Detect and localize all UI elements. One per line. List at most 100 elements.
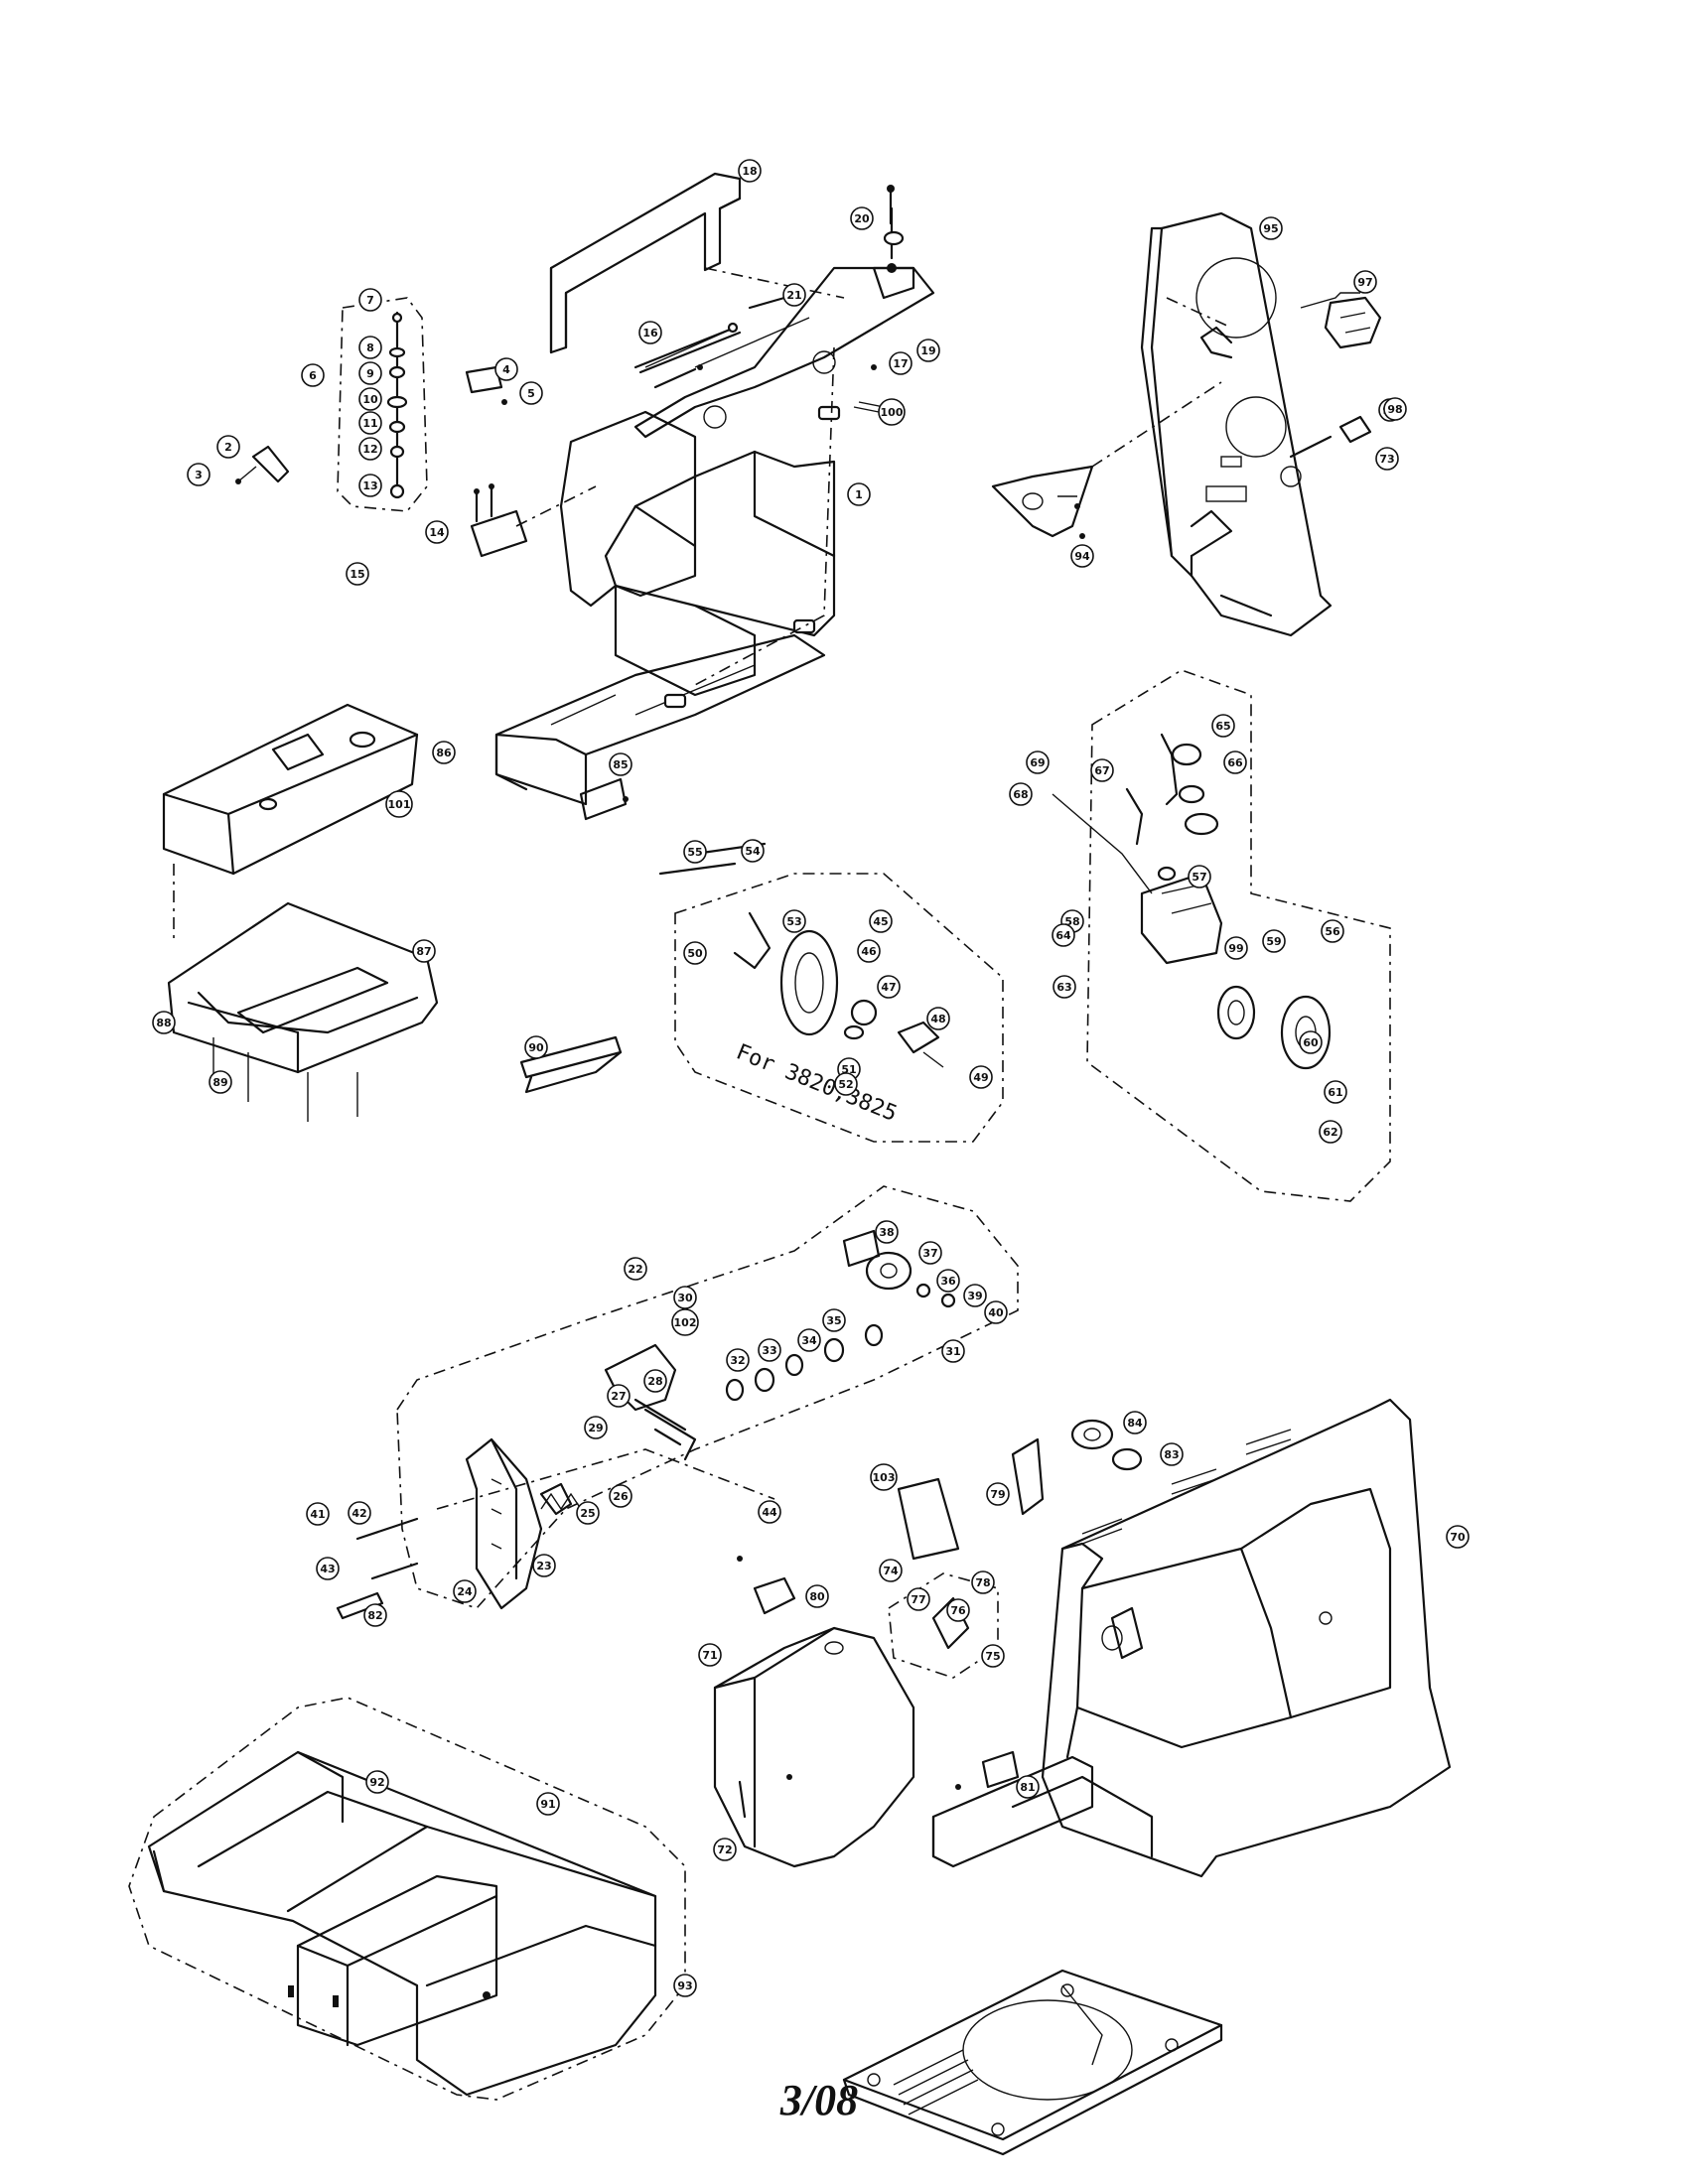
callout-label: 14 [429, 526, 445, 539]
callout-label: 45 [873, 915, 888, 928]
callout-5: 5 [519, 381, 543, 405]
felt-strip-90 [519, 1035, 623, 1094]
callout-label: 12 [362, 443, 377, 456]
callout-label: 63 [1056, 981, 1071, 994]
callout-47: 47 [877, 975, 901, 999]
callout-100: 100 [878, 398, 906, 426]
callout-label: 4 [502, 363, 510, 376]
callout-20: 20 [850, 206, 874, 230]
callout-label: 42 [351, 1507, 366, 1520]
callout-label: 46 [861, 945, 877, 958]
callout-label: 16 [642, 327, 658, 340]
tension-assembly-6 [337, 297, 428, 512]
carry-case-91 [128, 1697, 686, 2101]
callout-73: 73 [1375, 447, 1399, 471]
rear-cover-panel [1140, 211, 1333, 637]
latch-2 [235, 445, 290, 484]
callout-label: 53 [786, 915, 801, 928]
callout-31: 31 [941, 1339, 965, 1363]
bracket-14 [470, 483, 597, 558]
callout-45: 45 [869, 909, 893, 933]
callout-25: 25 [576, 1501, 600, 1525]
side-cover-71 [713, 1626, 915, 1868]
callout-label: 11 [362, 417, 377, 430]
callout-11: 11 [358, 411, 382, 435]
decal-103 [897, 1477, 960, 1561]
callout-label: 72 [717, 1843, 732, 1856]
callout-55: 55 [683, 840, 707, 864]
callout-52: 52 [834, 1072, 858, 1096]
callout-84: 84 [1123, 1411, 1147, 1434]
callout-88: 88 [152, 1011, 176, 1034]
bracket-80 [737, 1556, 796, 1615]
callout-60: 60 [1299, 1030, 1323, 1054]
callout-label: 69 [1030, 756, 1045, 769]
callout-label: 89 [212, 1076, 227, 1089]
callout-label: 28 [647, 1375, 662, 1388]
callout-46: 46 [857, 939, 881, 963]
callout-label: 61 [1328, 1086, 1342, 1099]
callout-80: 80 [805, 1584, 829, 1608]
callout-label: 79 [990, 1488, 1005, 1501]
callout-label: 50 [687, 947, 703, 960]
callout-label: 76 [950, 1604, 966, 1617]
callout-36: 36 [936, 1269, 960, 1293]
callout-label: 95 [1263, 222, 1278, 235]
callout-label: 91 [540, 1798, 555, 1811]
callout-90: 90 [524, 1035, 548, 1059]
top-shaft-parts [633, 185, 915, 413]
callout-label: 29 [588, 1422, 603, 1434]
callout-label: 77 [911, 1593, 925, 1606]
callout-label: 87 [416, 945, 431, 958]
callout-label: 75 [985, 1650, 1000, 1663]
callout-57: 57 [1188, 865, 1211, 888]
callout-2: 2 [216, 435, 240, 459]
callout-label: 56 [1325, 925, 1340, 938]
callout-64: 64 [1052, 923, 1075, 947]
bracket-4 [465, 365, 507, 405]
callout-18: 18 [738, 159, 762, 183]
callout-97: 97 [1353, 270, 1377, 294]
arm-cover-top [494, 346, 841, 806]
callout-68: 68 [1009, 782, 1033, 806]
callout-label: 97 [1357, 276, 1372, 289]
callout-label: 94 [1074, 550, 1090, 563]
callout-label: 43 [320, 1563, 335, 1575]
callout-label: 78 [975, 1576, 990, 1589]
callout-37: 37 [918, 1241, 942, 1265]
callout-17: 17 [889, 351, 912, 375]
callout-label: 82 [367, 1609, 382, 1622]
callout-label: 54 [745, 845, 761, 858]
callout-label: 102 [674, 1316, 697, 1329]
callout-label: 21 [786, 289, 801, 302]
callout-85: 85 [609, 752, 632, 776]
bed-cover-plate [162, 703, 419, 943]
callout-87: 87 [412, 939, 436, 963]
upper-arm-frame [633, 266, 935, 439]
callout-label: 99 [1228, 942, 1243, 955]
callout-33: 33 [758, 1338, 781, 1362]
callout-35: 35 [822, 1308, 846, 1332]
callout-label: 26 [613, 1490, 629, 1503]
callout-69: 69 [1026, 751, 1050, 774]
callout-label: 7 [366, 294, 374, 307]
callout-41: 41 [306, 1502, 330, 1526]
callout-74: 74 [879, 1559, 903, 1582]
callout-6: 6 [301, 363, 325, 387]
callout-26: 26 [609, 1484, 632, 1508]
callout-label: 31 [945, 1345, 960, 1358]
callout-75: 75 [981, 1644, 1005, 1668]
callout-95: 95 [1259, 216, 1283, 240]
callout-59: 59 [1262, 929, 1286, 953]
callout-label: 93 [677, 1979, 692, 1992]
dial-assembly-45 [658, 842, 1004, 1143]
callout-91: 91 [536, 1792, 560, 1816]
rear-parts [1074, 292, 1382, 539]
callout-label: 64 [1055, 929, 1071, 942]
callout-44: 44 [758, 1500, 781, 1524]
callout-83: 83 [1160, 1442, 1184, 1466]
callout-label: 44 [762, 1506, 777, 1519]
callout-42: 42 [348, 1501, 371, 1525]
callout-label: 39 [967, 1290, 982, 1302]
